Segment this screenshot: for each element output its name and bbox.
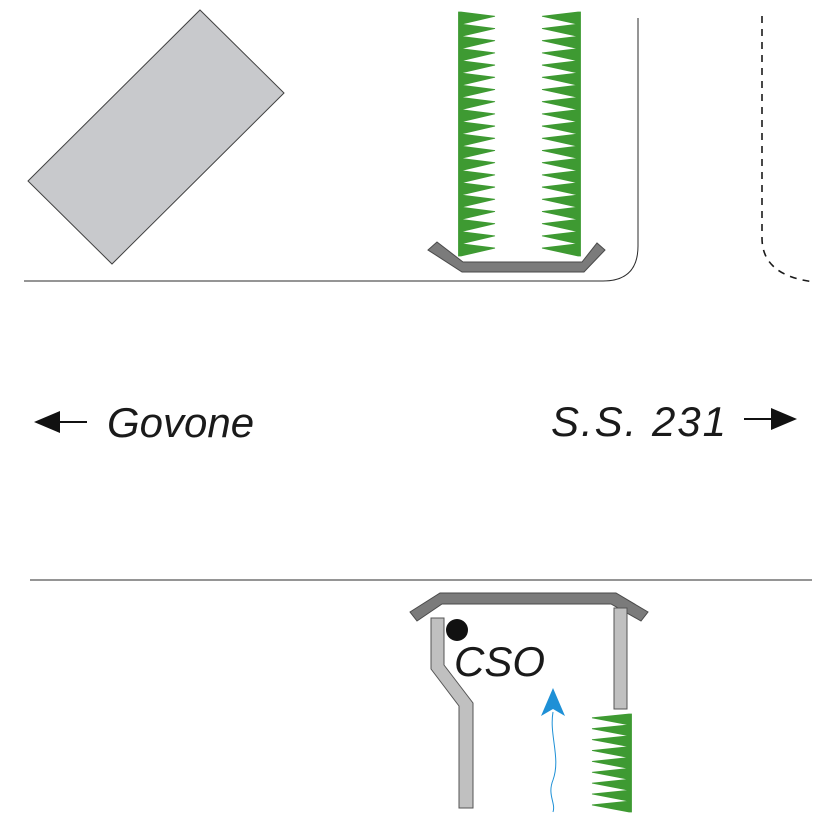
- arrow-right-icon: [744, 408, 797, 430]
- destination-label-govone: Govone: [107, 399, 254, 446]
- cso-label: CSO: [454, 638, 545, 685]
- hedge-row-left: [458, 11, 496, 257]
- driveway-bar-south: [409, 592, 649, 622]
- arrow-left-icon: [34, 411, 87, 433]
- hedge-teeth: [458, 11, 496, 257]
- wall-left: [430, 617, 474, 809]
- hedge-teeth: [541, 11, 581, 257]
- hedge-teeth: [591, 713, 632, 813]
- destination-label-ss231: S.S. 231: [551, 398, 726, 445]
- road-edge-north: [24, 18, 639, 282]
- building: [27, 9, 285, 265]
- hedge-row-right: [541, 11, 581, 257]
- driveway-bar-north: [427, 241, 606, 273]
- flow-arrow-icon: [541, 688, 565, 813]
- dot-marker-icon: [446, 619, 468, 641]
- hedge-row-south: [591, 713, 632, 813]
- dashed-curb: [761, 16, 816, 283]
- wall-right: [613, 607, 628, 710]
